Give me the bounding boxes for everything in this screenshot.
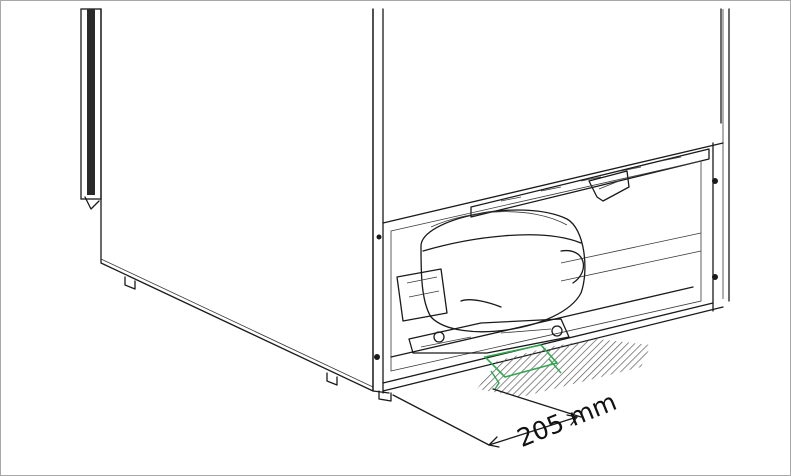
- door-hinge-strip: [80, 8, 102, 210]
- cabinet-body: [100, 8, 730, 402]
- dimension-line: [392, 388, 582, 448]
- floor-clearance-area: [477, 339, 651, 397]
- compressor-compartment: [390, 160, 702, 372]
